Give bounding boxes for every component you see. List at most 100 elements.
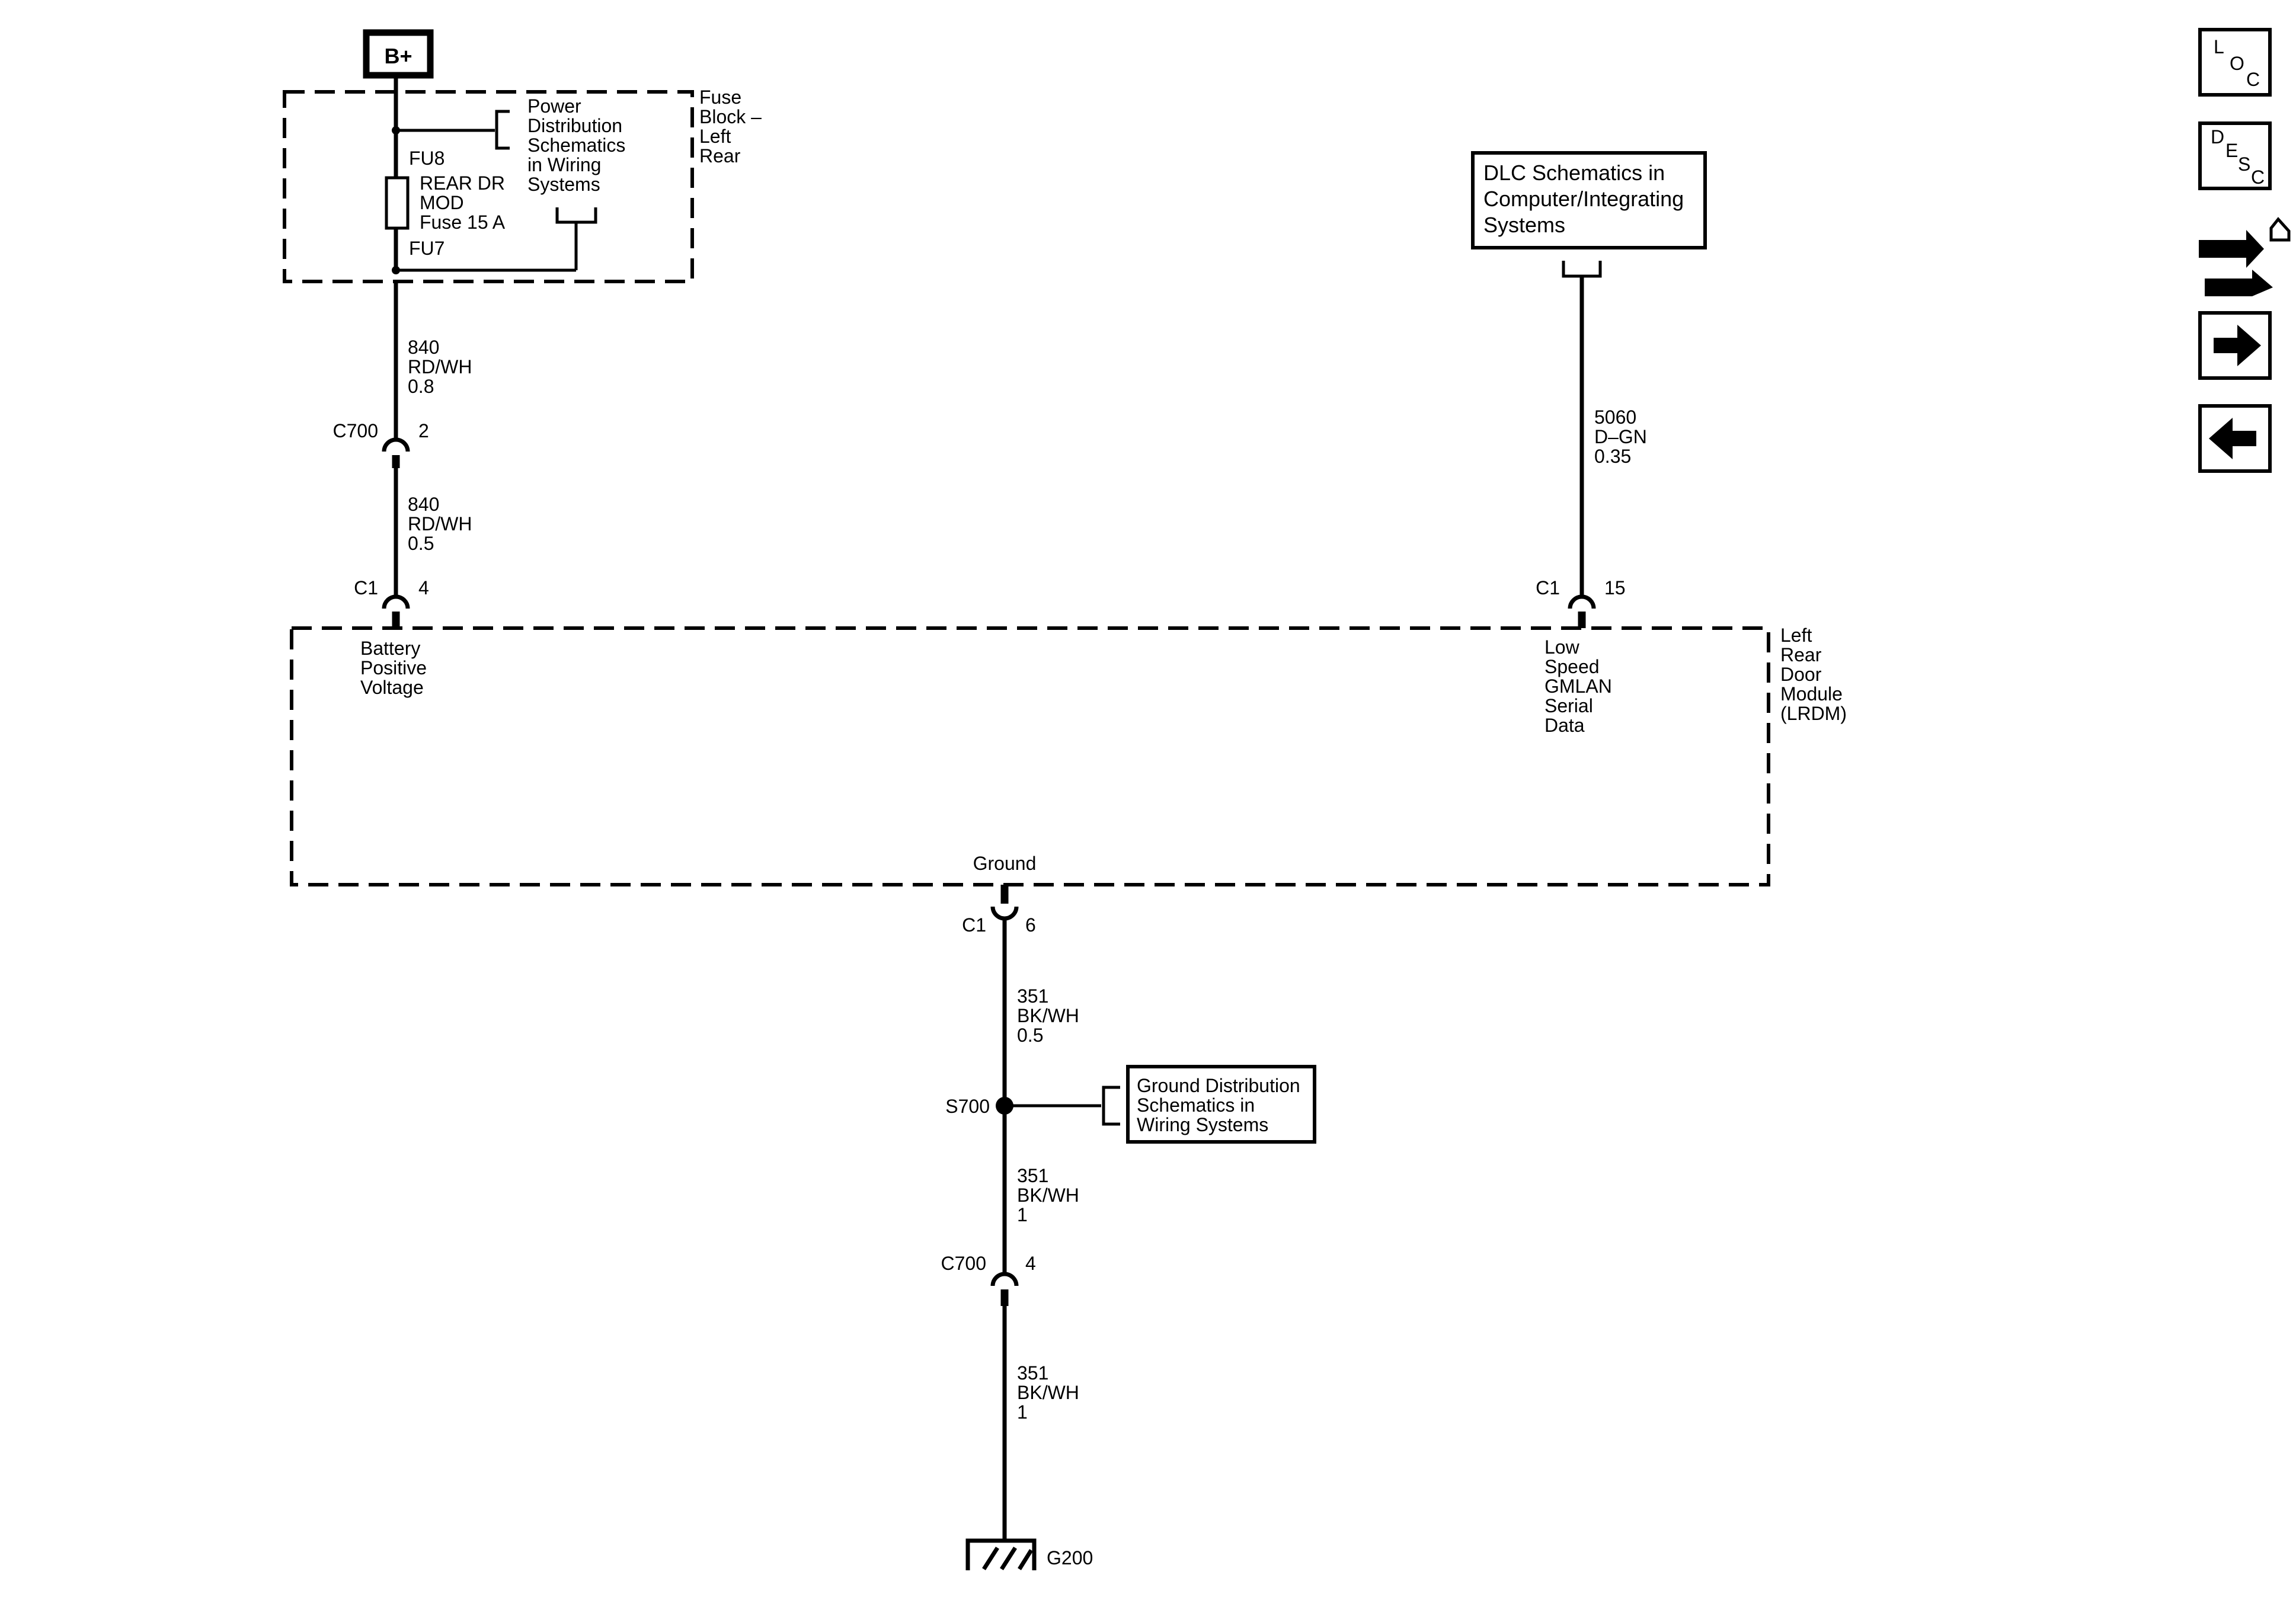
svg-text:C1: C1 bbox=[1536, 577, 1560, 598]
connector-c700-pin2: C700 2 bbox=[333, 420, 429, 468]
wire-351-c-label: 351 BK/WH 1 bbox=[1017, 1362, 1079, 1423]
svg-text:O: O bbox=[2230, 53, 2244, 74]
wire-840-upper-label: 840 RD/WH 0.8 bbox=[408, 337, 472, 397]
svg-text:2: 2 bbox=[418, 420, 429, 441]
connector-c1-pin4: C1 4 bbox=[354, 577, 429, 628]
supply-label: B+ bbox=[384, 44, 412, 68]
svg-text:0.5: 0.5 bbox=[408, 533, 434, 554]
battery-pin-label: Battery Positive Voltage bbox=[360, 638, 427, 698]
svg-text:BK/WH: BK/WH bbox=[1017, 1382, 1079, 1403]
desc-button[interactable]: D E S C bbox=[2198, 121, 2272, 190]
fuse-fu7: FU7 bbox=[409, 238, 445, 259]
loc-button[interactable]: L O C bbox=[2198, 28, 2272, 97]
svg-text:0.35: 0.35 bbox=[1594, 446, 1631, 467]
svg-text:4: 4 bbox=[418, 577, 429, 598]
svg-text:351: 351 bbox=[1017, 1362, 1048, 1384]
svg-text:C700: C700 bbox=[333, 420, 379, 441]
svg-text:Serial: Serial bbox=[1544, 695, 1593, 716]
power-distribution-reference[interactable]: Power Distribution Schematics in Wiring … bbox=[527, 95, 625, 195]
battery-supply: B+ bbox=[363, 29, 434, 79]
svg-text:D: D bbox=[2211, 126, 2224, 148]
module-name: Left Rear Door Module (LRDM) bbox=[1780, 625, 1847, 724]
svg-text:Module: Module bbox=[1780, 683, 1843, 705]
svg-text:351: 351 bbox=[1017, 1165, 1048, 1186]
svg-text:C1: C1 bbox=[354, 577, 378, 598]
svg-text:E: E bbox=[2225, 140, 2238, 161]
svg-text:Rear: Rear bbox=[699, 145, 741, 167]
svg-text:L: L bbox=[2214, 36, 2224, 57]
ground-distribution-reference[interactable]: Ground Distribution Schematics in Wiring… bbox=[1126, 1065, 1316, 1144]
connector-c1-pin15: C1 15 bbox=[1536, 577, 1626, 628]
svg-text:Systems: Systems bbox=[1483, 213, 1565, 237]
svg-text:Door: Door bbox=[1780, 664, 1822, 685]
svg-text:C700: C700 bbox=[941, 1253, 987, 1274]
wire-351-b-label: 351 BK/WH 1 bbox=[1017, 1165, 1079, 1225]
svg-text:6: 6 bbox=[1025, 914, 1036, 936]
serial-data-pin-label: Low Speed GMLAN Serial Data bbox=[1544, 636, 1612, 736]
svg-text:BK/WH: BK/WH bbox=[1017, 1185, 1079, 1206]
svg-text:Left: Left bbox=[699, 126, 731, 147]
fuse-block-name: Fuse Block – Left Rear bbox=[699, 87, 762, 167]
svg-text:Data: Data bbox=[1544, 715, 1585, 736]
svg-text:Block –: Block – bbox=[699, 106, 762, 127]
svg-text:Low: Low bbox=[1544, 636, 1580, 658]
svg-text:MOD: MOD bbox=[420, 192, 464, 213]
svg-text:1: 1 bbox=[1017, 1204, 1028, 1225]
svg-text:Fuse: Fuse bbox=[699, 87, 741, 108]
svg-text:RD/WH: RD/WH bbox=[408, 513, 472, 534]
svg-text:5060: 5060 bbox=[1594, 406, 1636, 428]
fuse-label: REAR DR MOD Fuse 15 A bbox=[420, 172, 506, 233]
svg-text:D–GN: D–GN bbox=[1594, 426, 1647, 447]
wire-5060-label: 5060 D–GN 0.35 bbox=[1594, 406, 1647, 467]
svg-text:C: C bbox=[2251, 167, 2265, 188]
svg-text:BK/WH: BK/WH bbox=[1017, 1005, 1079, 1026]
arrow-right-icon[interactable] bbox=[2198, 311, 2272, 380]
svg-text:840: 840 bbox=[408, 494, 439, 515]
fuse-block: Fuse Block – Left Rear FU8 REAR DR MOD F… bbox=[283, 75, 762, 283]
fuse-symbol bbox=[385, 176, 410, 230]
svg-text:Positive: Positive bbox=[360, 657, 427, 678]
svg-text:Voltage: Voltage bbox=[360, 677, 424, 698]
ground-g200-label: G200 bbox=[1047, 1547, 1093, 1569]
ground-g200: G200 bbox=[965, 1538, 1093, 1570]
svg-text:REAR DR: REAR DR bbox=[420, 172, 505, 194]
svg-text:Distribution: Distribution bbox=[527, 115, 622, 136]
svg-text:1: 1 bbox=[1017, 1401, 1028, 1423]
wire-840-lower-label: 840 RD/WH 0.5 bbox=[408, 494, 472, 554]
door-module: Left Rear Door Module (LRDM) Battery Pos… bbox=[290, 625, 1847, 886]
svg-text:C: C bbox=[2246, 69, 2260, 90]
svg-text:DLC Schematics in: DLC Schematics in bbox=[1483, 161, 1665, 185]
svg-text:Wiring Systems: Wiring Systems bbox=[1137, 1114, 1268, 1135]
svg-text:351: 351 bbox=[1017, 985, 1048, 1007]
svg-text:S700: S700 bbox=[945, 1096, 990, 1117]
svg-text:S: S bbox=[2238, 153, 2250, 175]
svg-text:Computer/Integrating: Computer/Integrating bbox=[1483, 187, 1684, 211]
fuse-fu8: FU8 bbox=[409, 148, 445, 169]
svg-text:Rear: Rear bbox=[1780, 644, 1822, 665]
svg-text:Schematics in: Schematics in bbox=[1137, 1094, 1255, 1116]
dlc-schematics-reference[interactable]: DLC Schematics in Computer/Integrating S… bbox=[1471, 151, 1707, 249]
arrow-left-icon[interactable] bbox=[2198, 404, 2272, 473]
svg-text:15: 15 bbox=[1604, 577, 1626, 598]
svg-text:4: 4 bbox=[1025, 1253, 1036, 1274]
svg-text:Battery: Battery bbox=[360, 638, 420, 659]
svg-text:Power: Power bbox=[527, 95, 581, 117]
svg-text:Systems: Systems bbox=[527, 174, 600, 195]
svg-text:Left: Left bbox=[1780, 625, 1812, 646]
svg-text:(LRDM): (LRDM) bbox=[1780, 703, 1847, 724]
svg-text:Schematics: Schematics bbox=[527, 135, 625, 156]
svg-text:RD/WH: RD/WH bbox=[408, 356, 472, 377]
connector-end-view-icon[interactable] bbox=[2199, 217, 2291, 296]
svg-text:Speed: Speed bbox=[1544, 656, 1600, 677]
svg-text:in Wiring: in Wiring bbox=[527, 154, 601, 175]
wire-351-a-label: 351 BK/WH 0.5 bbox=[1017, 985, 1079, 1046]
svg-text:C1: C1 bbox=[962, 914, 986, 936]
svg-text:0.5: 0.5 bbox=[1017, 1025, 1043, 1046]
splice-s700: S700 bbox=[945, 1096, 1013, 1117]
svg-text:GMLAN: GMLAN bbox=[1544, 676, 1612, 697]
connector-c700-pin4: C700 4 bbox=[941, 1253, 1036, 1306]
connector-c1-pin6: C1 6 bbox=[962, 885, 1036, 936]
svg-text:0.8: 0.8 bbox=[408, 376, 434, 397]
ground-pin-label: Ground bbox=[973, 853, 1037, 874]
